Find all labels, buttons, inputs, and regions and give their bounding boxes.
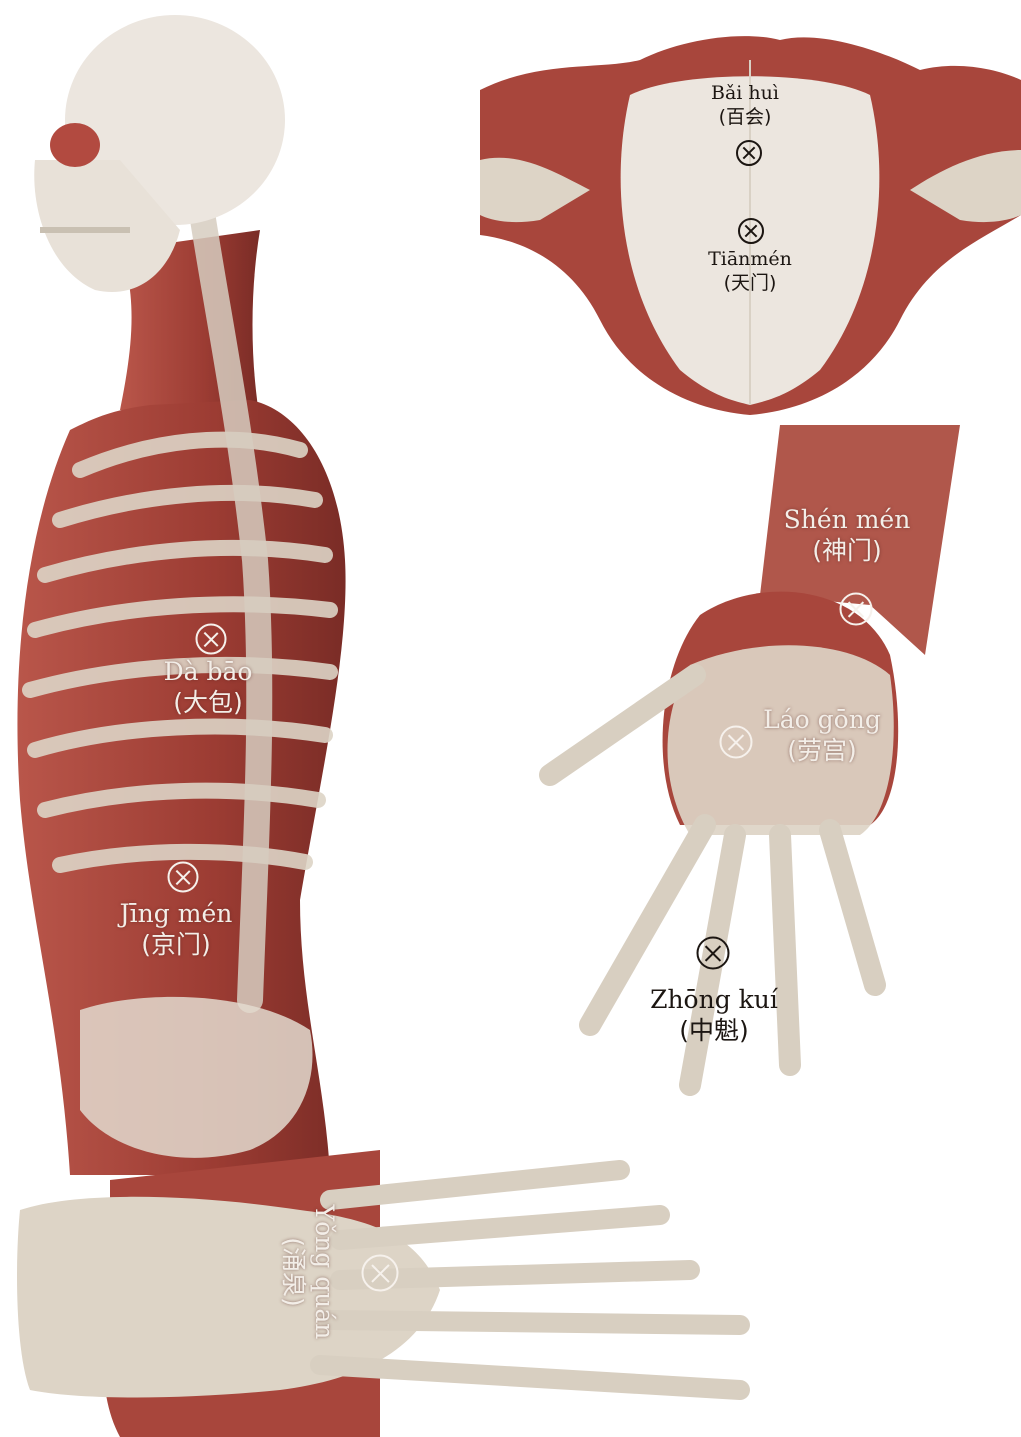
acupoint-marker-tianmen (738, 218, 764, 244)
torso-illustration (0, 0, 360, 1180)
point-pinyin: Tiānmén (708, 248, 792, 272)
point-hanzi: (京门) (120, 929, 233, 960)
acupoint-marker-zhongkui (697, 937, 730, 970)
point-pinyin: Jīng mén (120, 898, 233, 929)
acupoint-marker-jingmen (168, 862, 199, 893)
point-hanzi: (神门) (784, 535, 911, 566)
foot-illustration (0, 1150, 760, 1437)
point-pinyin: Láo gōng (763, 704, 881, 735)
acupoint-marker-laogong (720, 726, 753, 759)
point-pinyin: Bǎi huì (711, 82, 779, 106)
head-top-illustration (480, 0, 1021, 425)
point-label-jingmen: Jīng mén (京门) (120, 898, 233, 961)
point-hanzi: (大包) (164, 687, 253, 718)
point-label-yongquan-rotated: Yǒng quán (涌泉) (278, 1172, 341, 1372)
head-top-anatomy-image (480, 0, 1021, 425)
acupoint-marker-dabao (196, 624, 227, 655)
point-label-zhongkui: Zhōng kuí (中魁) (650, 984, 778, 1047)
point-hanzi: (劳宫) (763, 735, 881, 766)
point-label-shenmen: Shén mén (神门) (784, 504, 911, 567)
torso-anatomy-image (0, 0, 360, 1180)
point-label-baihui: Bǎi huì (百会) (711, 82, 779, 130)
point-hanzi: (百会) (711, 106, 779, 130)
point-hanzi: (中魁) (650, 1015, 778, 1046)
point-hanzi: (涌泉) (278, 1172, 309, 1372)
point-label-dabao: Dà bāo (大包) (164, 656, 253, 719)
point-pinyin: Zhōng kuí (650, 984, 778, 1015)
point-hanzi: (天门) (708, 272, 792, 296)
point-label-yongquan: Yǒng quán (涌泉) (278, 1172, 341, 1372)
point-pinyin: Shén mén (784, 504, 911, 535)
point-pinyin: Yǒng quán (309, 1172, 340, 1372)
acupoint-marker-yongquan (362, 1255, 399, 1292)
point-label-tianmen: Tiānmén (天门) (708, 248, 792, 296)
acupoint-marker-shenmen (840, 593, 873, 626)
acupoint-marker-baihui (736, 140, 762, 166)
foot-anatomy-image (0, 1150, 760, 1437)
point-label-laogong: Láo gōng (劳宫) (763, 704, 881, 767)
point-pinyin: Dà bāo (164, 656, 253, 687)
